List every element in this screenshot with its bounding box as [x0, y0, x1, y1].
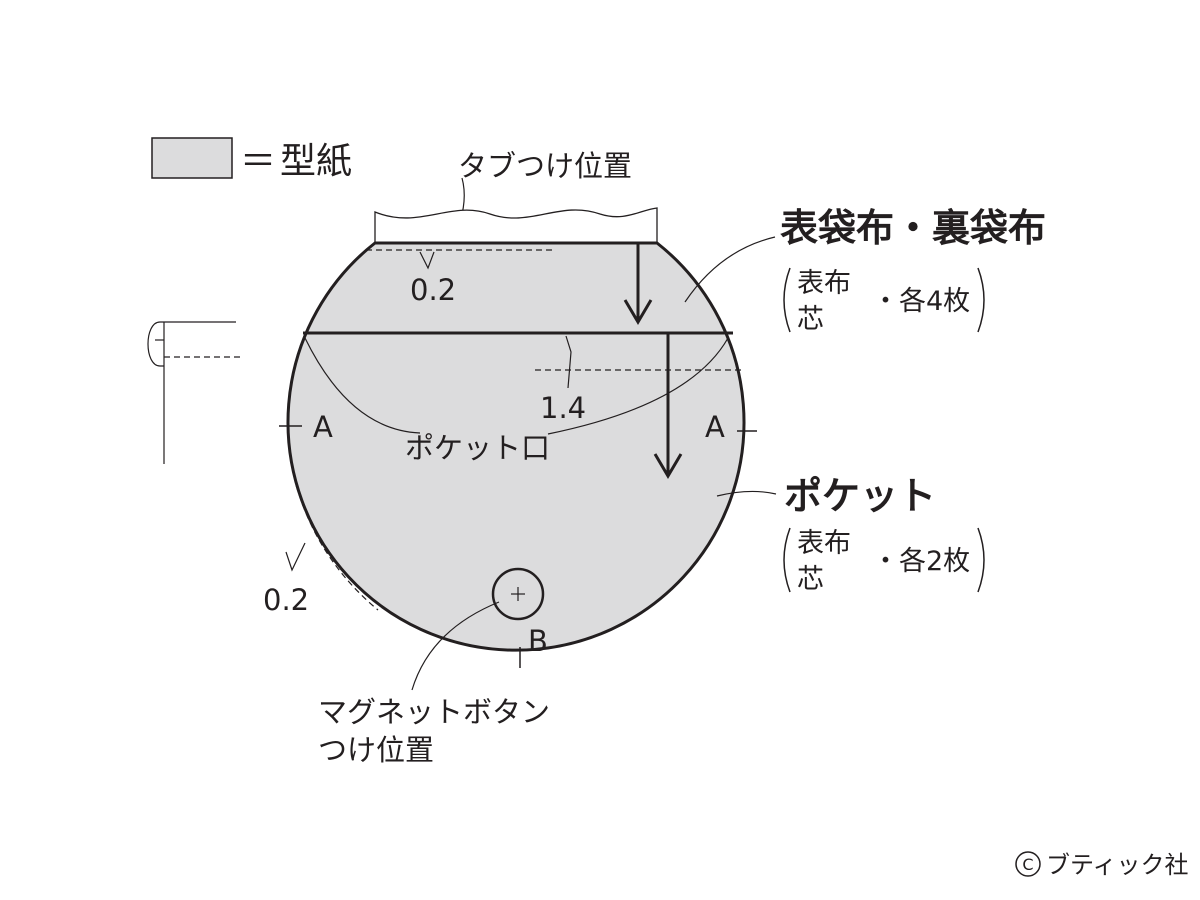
pocket-opening-leader-right [547, 337, 729, 435]
part-pocket-leader [716, 490, 777, 497]
seam-pocket-marker [565, 335, 572, 389]
seam-top-marker [419, 251, 435, 270]
part-bag-title: 表袋布・裏袋布 [780, 206, 1046, 250]
copyright-symbol-circle [1015, 851, 1041, 877]
magnet-button-circle [491, 567, 545, 621]
magnet-leader [411, 601, 500, 691]
part-pocket-bracket-right [977, 527, 985, 593]
tab-piece [374, 207, 658, 243]
grain-arrow-upper-head [623, 299, 653, 325]
part-bag-leader [684, 236, 776, 303]
part-pocket-bracket-left [783, 527, 791, 593]
mark-a-left: A [313, 410, 333, 444]
fold-curl [147, 321, 164, 367]
seam-lower-line [295, 484, 379, 611]
magnet-label-line2: つけ位置 [318, 733, 434, 767]
legend-text: 型紙 [280, 141, 352, 182]
part-bag-bracket-right [977, 267, 985, 333]
mark-a-right: A [705, 410, 725, 444]
seam-pocket-value: 1.4 [540, 391, 586, 425]
part-bag-bracket-left [783, 267, 791, 333]
magnet-label-line1: マグネットボタン [318, 695, 550, 729]
pocket-opening-label: ポケット口 [405, 431, 550, 465]
tab-position-label: タブつけ位置 [458, 149, 632, 183]
copyright-symbol: C [1022, 855, 1033, 874]
part-pocket-count: ・各2枚 [872, 546, 970, 577]
bag-body [286, 241, 746, 652]
part-pocket-material-1: 表布 [797, 528, 851, 559]
copyright-text: ブティック社 [1046, 851, 1189, 879]
seam-top-value: 0.2 [410, 273, 456, 307]
part-pocket-material-2: 芯 [797, 564, 824, 595]
seam-lower-marker [285, 542, 306, 572]
part-pocket-title: ポケット [784, 474, 936, 518]
part-bag-material-2: 芯 [797, 304, 824, 335]
legend-swatch [151, 137, 233, 179]
pocket-opening-leader-left [304, 337, 421, 434]
seam-lower-value: 0.2 [263, 583, 309, 617]
legend-equals: ＝ [240, 141, 276, 182]
grain-arrow-lower-head [653, 453, 683, 479]
mark-b: B [528, 624, 548, 658]
part-bag-material-1: 表布 [797, 268, 851, 299]
part-bag-count: ・各4枚 [872, 286, 970, 317]
